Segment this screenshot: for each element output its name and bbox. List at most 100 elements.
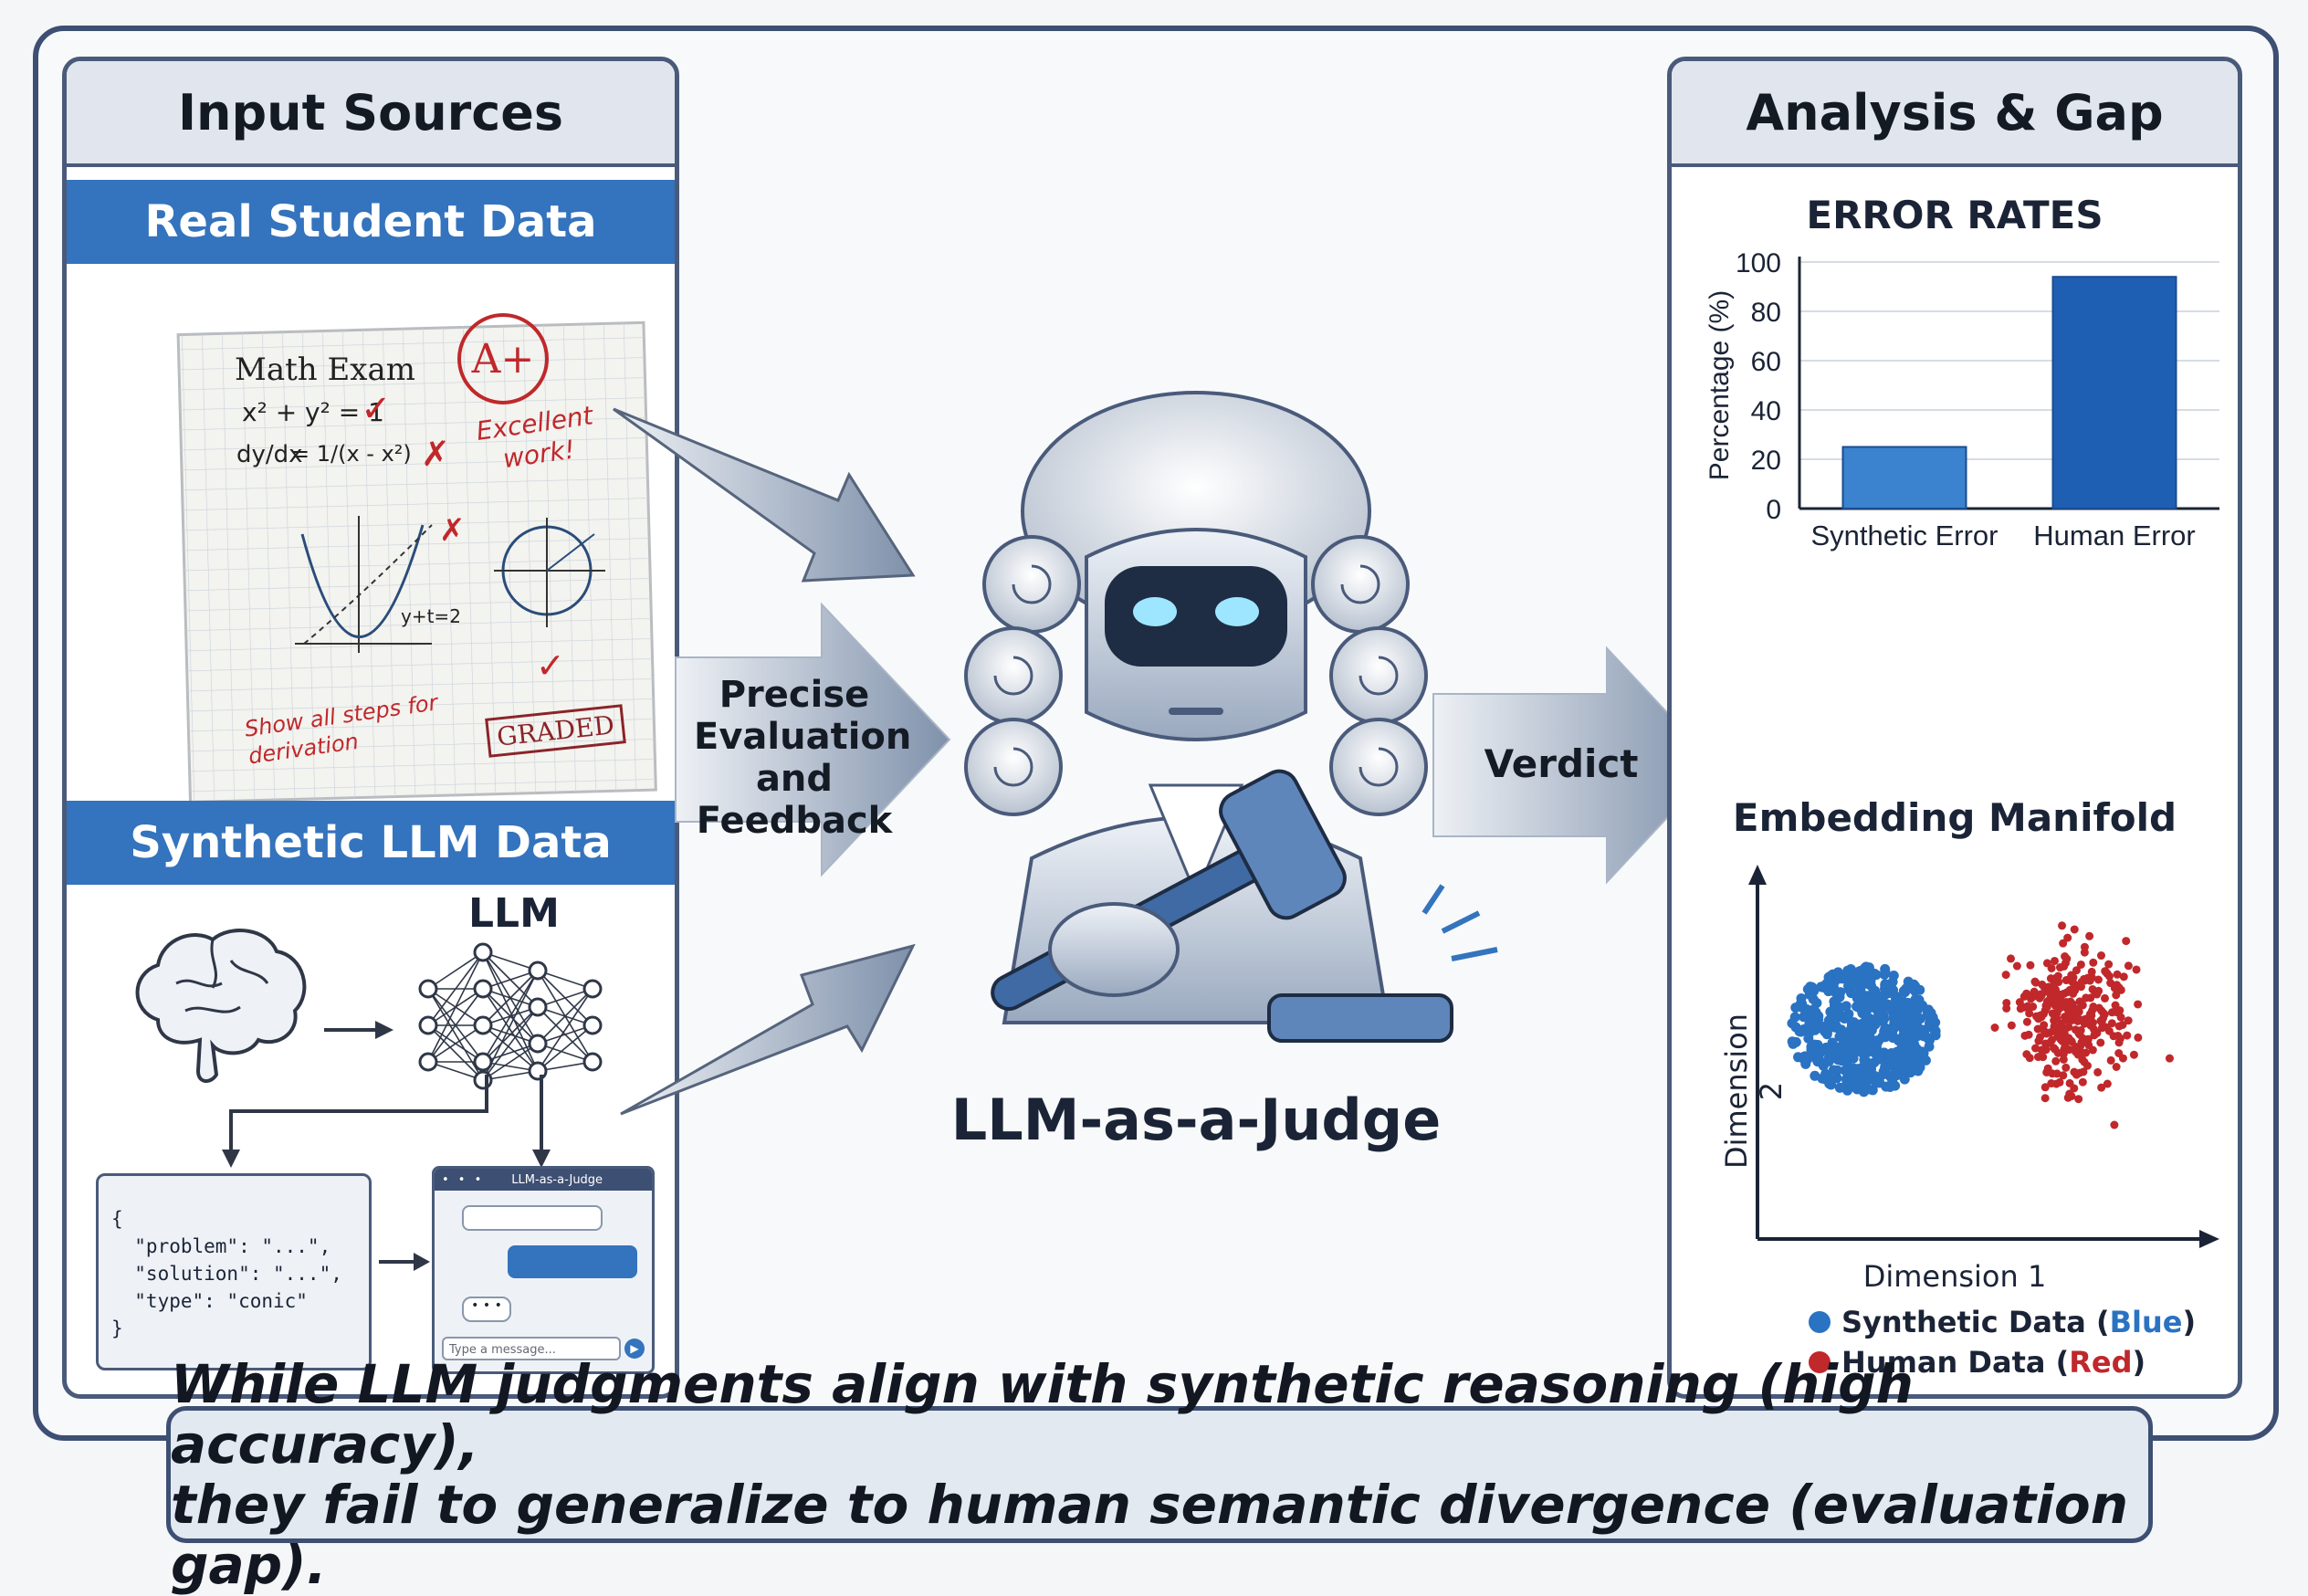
bar	[1841, 446, 1967, 509]
math-exam-paper	[176, 320, 657, 803]
human-point	[2061, 1024, 2070, 1034]
human-point	[2093, 1067, 2103, 1076]
synthetic-point	[1815, 1047, 1826, 1058]
json-line: "solution": "...",	[111, 1263, 342, 1285]
human-point	[2070, 1084, 2079, 1093]
legend-human: Human Data (Red)	[1809, 1345, 2145, 1380]
human-point	[2086, 1016, 2095, 1025]
human-point	[2065, 985, 2074, 994]
send-icon[interactable]: ▶	[624, 1339, 645, 1359]
network-edge	[482, 970, 539, 1063]
human-point	[2070, 925, 2079, 934]
arrow-right-icon	[324, 1021, 393, 1039]
human-point	[2103, 1079, 2112, 1088]
network-node	[473, 979, 493, 999]
human-point	[2020, 1031, 2030, 1040]
human-point	[2050, 978, 2059, 987]
synthetic-point	[1890, 998, 1901, 1009]
human-point	[2020, 992, 2029, 1001]
human-point	[2061, 1046, 2070, 1055]
synthetic-point	[1908, 1018, 1919, 1029]
synthetic-point	[1834, 1009, 1845, 1020]
chat-input[interactable]: Type a message...	[442, 1337, 621, 1360]
human-point	[2123, 1031, 2132, 1040]
synthetic-point	[1871, 992, 1882, 1003]
synthetic-point	[1864, 1016, 1875, 1027]
exam-equation-2-lhs: dy/dx	[236, 441, 303, 468]
json-line: "type": "conic"	[111, 1290, 308, 1312]
cross-mark-2: ✗	[439, 512, 466, 549]
legend-human-word: Red	[2069, 1345, 2133, 1380]
synthetic-point	[1827, 1037, 1838, 1048]
real-student-data-label: Real Student Data	[67, 180, 675, 264]
json-line: {	[111, 1208, 123, 1230]
legend-human-suffix: )	[2132, 1345, 2146, 1380]
network-node	[418, 1052, 438, 1072]
human-point	[2007, 1021, 2016, 1030]
synthetic-point	[1848, 980, 1859, 991]
network-edge	[482, 1043, 539, 1081]
neural-network-icon	[418, 942, 603, 1090]
grade-circle: A+	[457, 313, 549, 404]
human-point	[2074, 1095, 2083, 1104]
human-point	[2026, 961, 2035, 970]
x-axis-arrowhead	[2199, 1230, 2219, 1248]
human-point	[2115, 1006, 2124, 1015]
human-point	[2076, 1026, 2085, 1035]
human-point	[2107, 1008, 2116, 1017]
human-point	[2090, 1031, 2099, 1040]
human-point	[2097, 1083, 2106, 1092]
human-point	[2076, 982, 2085, 992]
y-tick-label: 60	[1751, 347, 1781, 377]
network-edge	[482, 951, 539, 1072]
synthetic-point	[1879, 990, 1890, 1001]
human-point	[2040, 1021, 2049, 1030]
network-node	[582, 1015, 603, 1035]
network-node	[473, 1015, 493, 1035]
human-point	[2089, 1003, 2098, 1012]
human-point	[2025, 1009, 2034, 1018]
synthetic-point	[1807, 1019, 1818, 1030]
synthetic-point	[1898, 996, 1909, 1007]
network-edge	[482, 1024, 539, 1072]
human-point	[2048, 1069, 2057, 1078]
human-point	[2078, 1077, 2087, 1087]
human-point	[2053, 971, 2062, 981]
human-point	[2059, 1055, 2068, 1064]
llm-label: LLM	[468, 890, 560, 937]
human-point	[2078, 1055, 2087, 1065]
robot-head	[1085, 528, 1307, 741]
human-point	[2002, 1003, 2011, 1013]
synthetic-point	[1905, 1067, 1916, 1078]
human-point	[2059, 939, 2068, 948]
synthetic-point	[1831, 1073, 1842, 1084]
network-node	[473, 942, 493, 962]
chat-bubble-outgoing	[508, 1245, 637, 1278]
human-point	[2066, 997, 2075, 1006]
human-point	[2043, 986, 2052, 995]
human-point	[2047, 963, 2056, 972]
network-edge	[427, 1024, 484, 1081]
synthetic-point	[1830, 987, 1841, 998]
legend-synthetic-prefix: Synthetic Data (	[1841, 1305, 2110, 1339]
network-edge	[482, 951, 539, 971]
human-point	[2036, 990, 2045, 999]
human-point	[2066, 1036, 2075, 1045]
human-point	[1990, 1023, 1999, 1032]
synthetic-point	[1840, 1027, 1851, 1038]
network-edge	[482, 1043, 539, 1063]
human-point	[2104, 960, 2114, 969]
synthetic-point	[1930, 1017, 1941, 1028]
network-edge	[482, 988, 539, 1072]
network-edge	[427, 951, 484, 990]
synthetic-point	[1842, 1085, 1853, 1096]
legend-human-prefix: Human Data (	[1841, 1345, 2070, 1380]
human-point	[2052, 992, 2061, 1002]
human-point	[2109, 1032, 2118, 1041]
synthetic-point	[1828, 1065, 1839, 1076]
network-node	[528, 997, 548, 1017]
y-tick-label: 20	[1751, 446, 1781, 476]
json-code: { "problem": "...", "solution": "...", "…	[111, 1205, 342, 1342]
cross-mark-1: ✗	[421, 434, 450, 474]
bar	[2051, 276, 2177, 510]
